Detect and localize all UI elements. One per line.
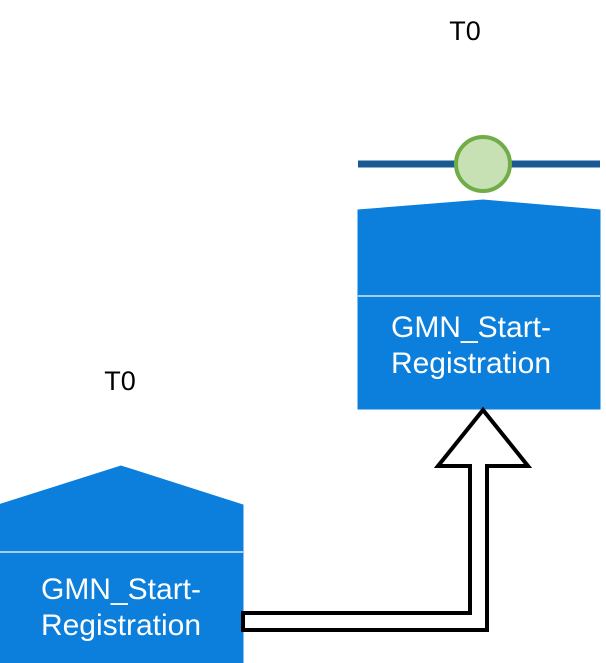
node-top-body: [357, 295, 601, 410]
circle-handle-icon[interactable]: [454, 135, 512, 193]
node-bottom-body: [0, 551, 244, 663]
node-bottom-head: [0, 465, 244, 553]
timeline-marker-top: T0: [449, 16, 481, 46]
connector-arrow: [241, 406, 533, 632]
node-top-head: [357, 199, 601, 297]
timeline-marker-bottom: T0: [104, 366, 136, 396]
